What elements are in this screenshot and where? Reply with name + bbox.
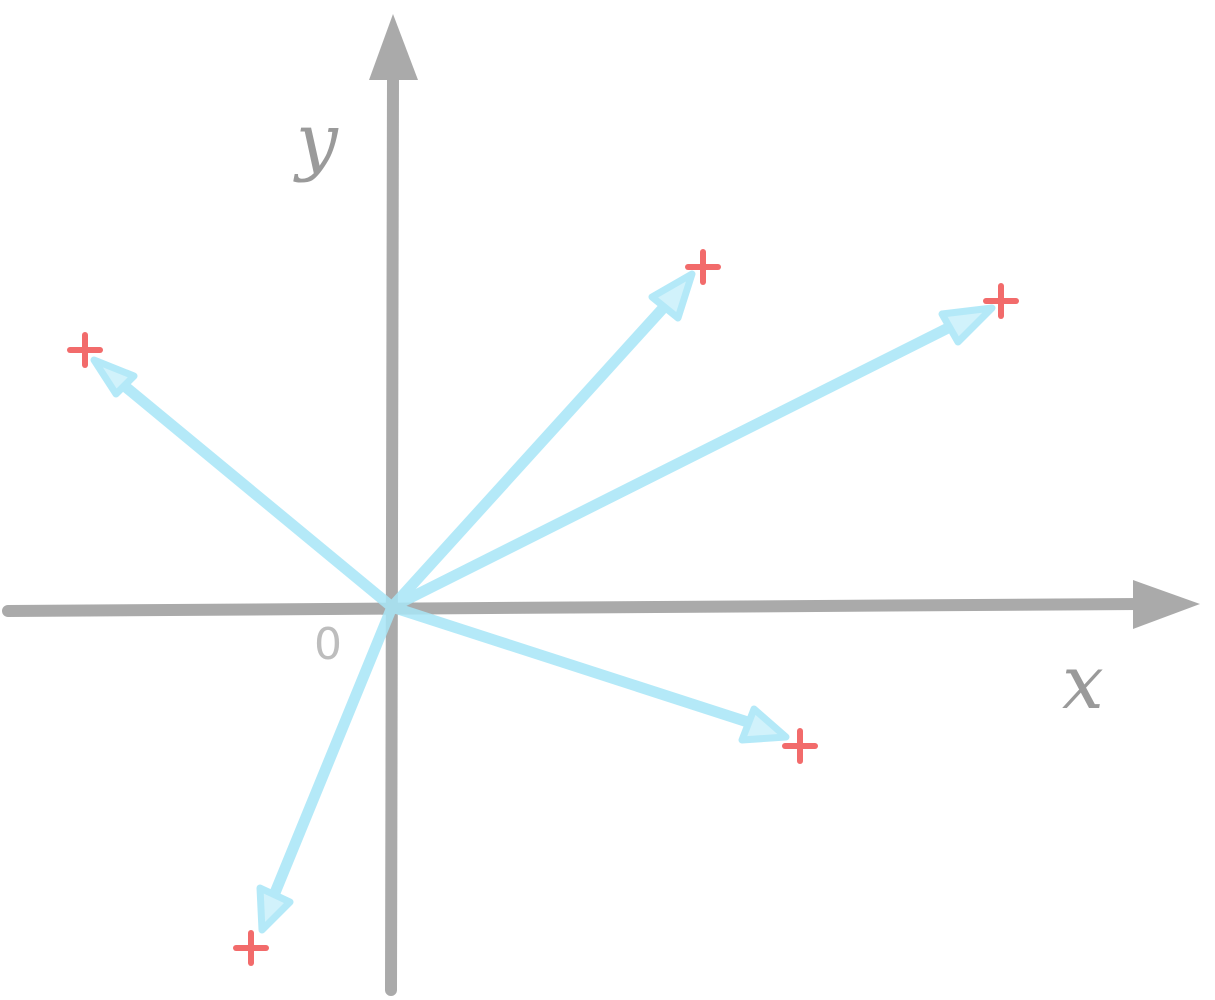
point-upper-right-steep xyxy=(685,249,721,285)
vector-shaft xyxy=(386,601,766,732)
x-axis-label: x xyxy=(1062,640,1104,726)
vector-arrowhead xyxy=(738,705,790,744)
y-axis-line xyxy=(385,69,399,996)
vector-shaft xyxy=(386,289,681,613)
x-axis-arrowhead xyxy=(1133,580,1200,629)
point-upper-left xyxy=(67,332,103,368)
vector-upper-right-steep xyxy=(386,270,696,613)
vector-arrowhead xyxy=(938,304,996,346)
x-axis-line xyxy=(2,598,1146,617)
vector-upper-left xyxy=(90,356,398,613)
axes xyxy=(2,14,1200,996)
origin-label: 0 xyxy=(314,619,342,670)
vector-arrowhead xyxy=(256,884,294,934)
vector-upper-right-shallow xyxy=(386,304,996,613)
vector-shaft xyxy=(104,368,398,613)
point-lower-left xyxy=(233,930,269,966)
y-axis-label: y xyxy=(293,98,339,184)
points xyxy=(67,249,1019,966)
vectors xyxy=(90,270,996,934)
vector-arrowhead xyxy=(648,270,696,322)
point-upper-right-shallow xyxy=(983,283,1019,319)
y-axis-arrowhead xyxy=(369,14,418,80)
point-lower-right xyxy=(782,728,818,764)
vector-shaft xyxy=(386,316,966,613)
vector-lower-left xyxy=(256,601,398,934)
vector-lower-right xyxy=(386,601,790,744)
vector-arrowhead xyxy=(90,356,138,398)
vector-shaft xyxy=(264,601,398,911)
